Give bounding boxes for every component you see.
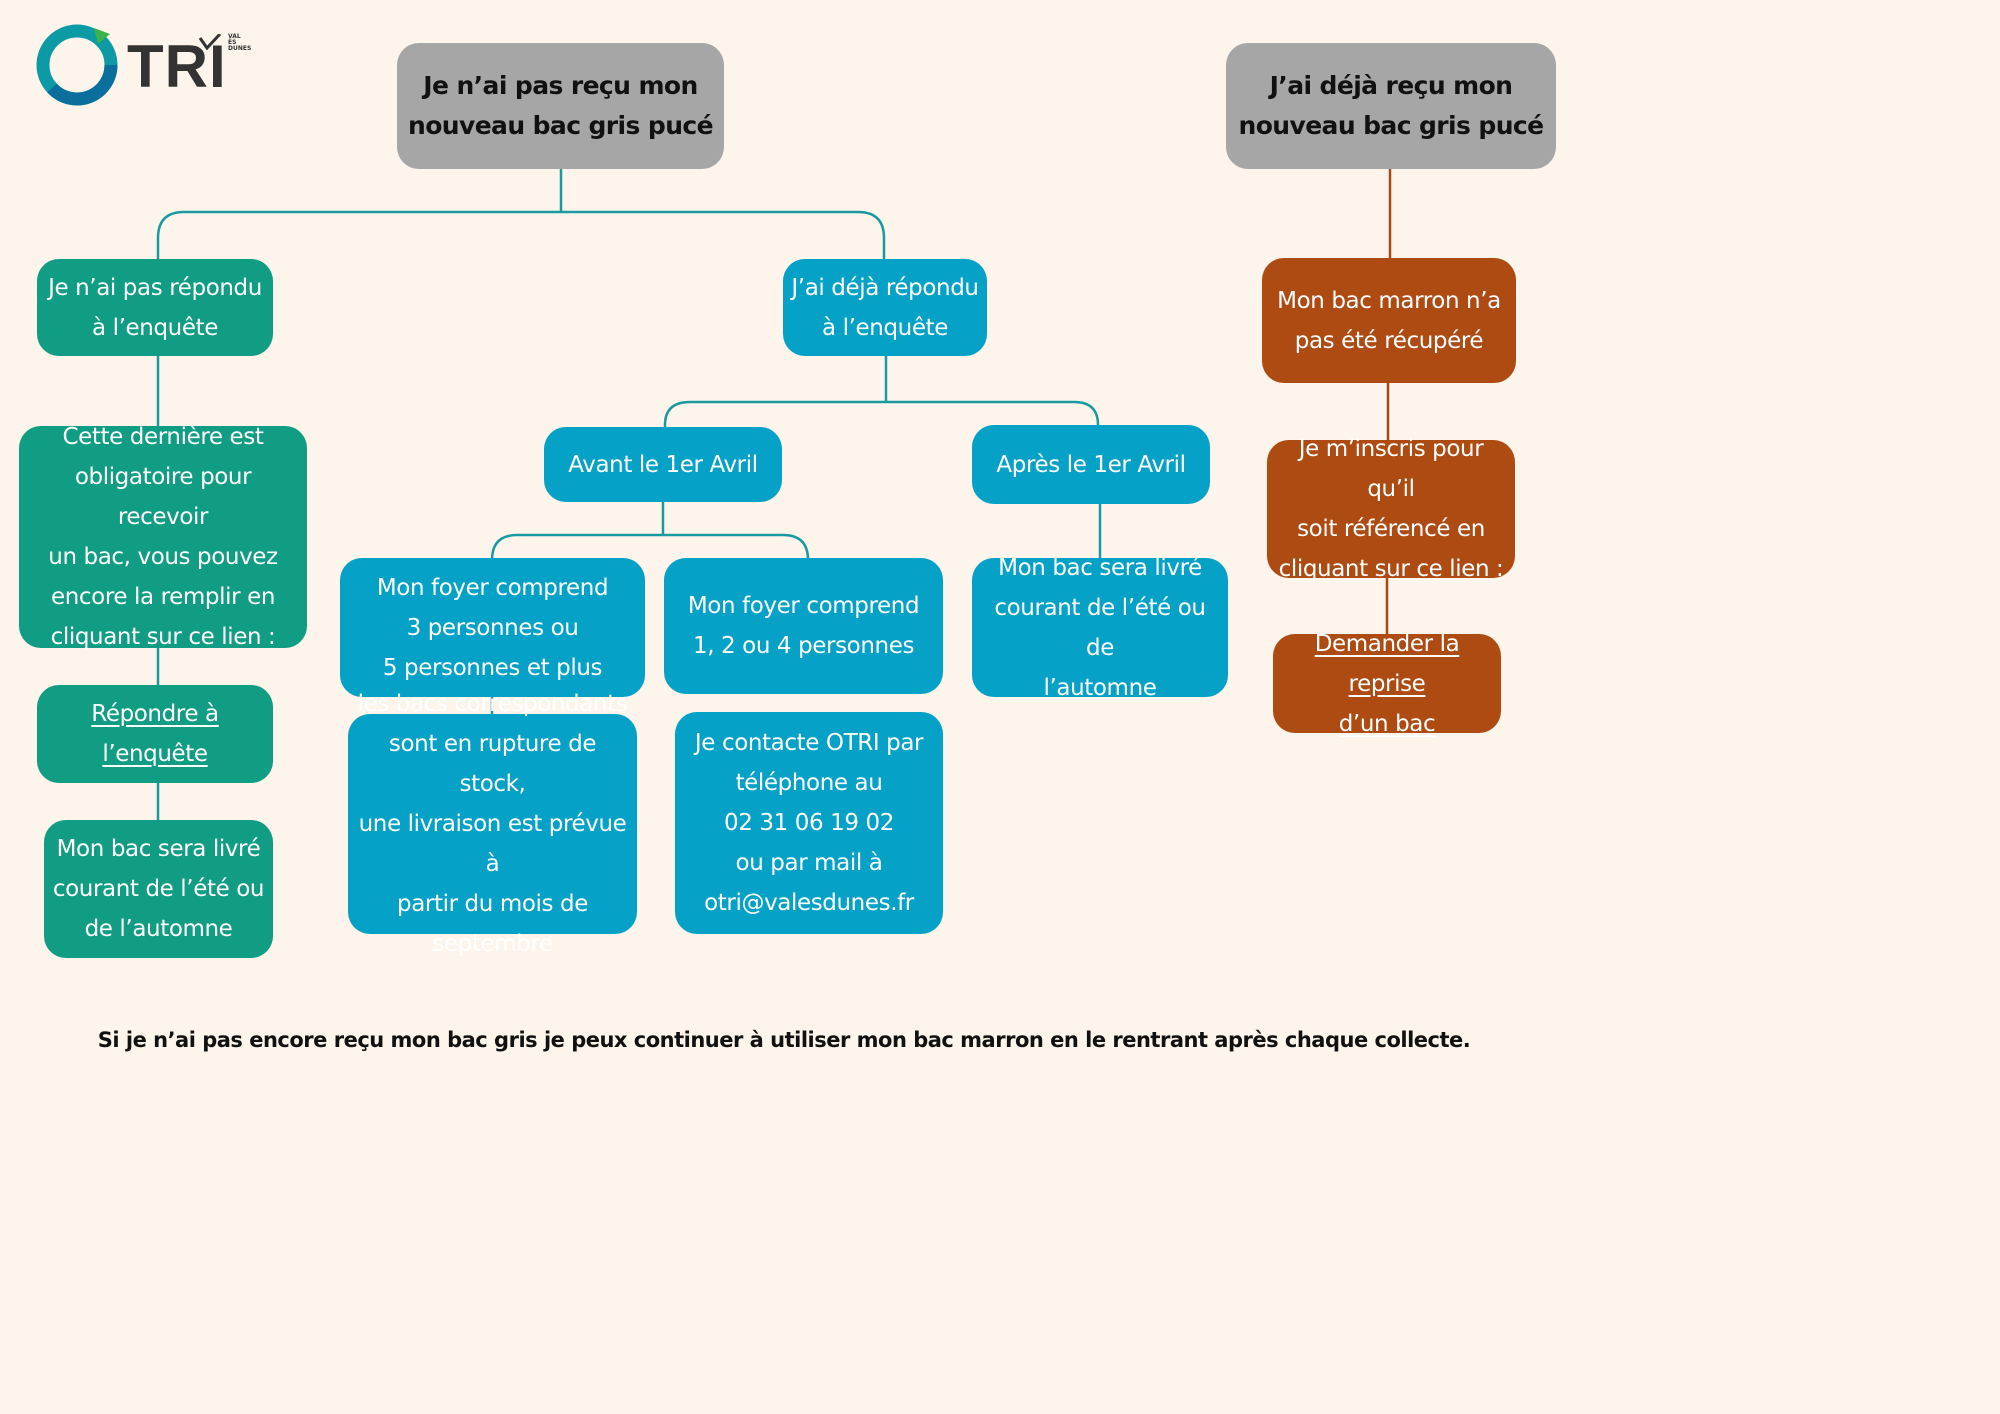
box-text-line: encore la remplir en: [50, 584, 276, 610]
box-already-answered: J’ai déjà répondu à l’enquête: [783, 259, 987, 356]
box-text-line: les bacs correspondants: [357, 691, 628, 717]
box-text-line: Mon foyer comprend: [687, 593, 920, 619]
box-text-line: ou par mail à: [735, 850, 883, 876]
box-text-line: pas été récupéré: [1294, 327, 1484, 354]
box-text-line: cliquant sur ce lien :: [50, 624, 276, 650]
link-text-line[interactable]: Demander la reprise: [1314, 630, 1460, 697]
answer-survey-link[interactable]: Répondre à l’enquête: [37, 685, 273, 783]
box-text-line: partir du mois de: [397, 891, 588, 917]
box-text-line: à l’enquête: [92, 314, 218, 341]
box-not-answered: Je n’ai pas répondu à l’enquête: [37, 259, 273, 356]
logo-subtext-line: VAL: [228, 33, 241, 40]
box-text-line: 1, 2 ou 4 personnes: [692, 633, 915, 659]
box-text-line: Je n’ai pas reçu mon: [423, 71, 698, 100]
box-text-line: une livraison est prévue à: [358, 811, 627, 877]
box-text-line: 5 personnes et plus: [382, 654, 603, 681]
phone-number[interactable]: 02 31 06 19 02: [724, 810, 894, 836]
box-text-line: un bac, vous pouvez: [48, 544, 278, 570]
box-register: Je m’inscris pour qu’il soit référencé e…: [1267, 436, 1515, 582]
box-text-line: courant de l’été ou: [52, 876, 265, 902]
box-text-line: soit référencé en: [1297, 516, 1485, 542]
otri-logo: TRI VAL ÈS DUNES: [32, 20, 262, 115]
box-delivered-after-april: Mon bac sera livré courant de l’été ou d…: [972, 555, 1228, 701]
box-before-april: Avant le 1er Avril: [544, 427, 782, 502]
box-text-line: J’ai déjà répondu: [791, 274, 979, 301]
box-text-line: Avant le 1er Avril: [568, 451, 758, 478]
box-delivered-summer-autumn: Mon bac sera livré courant de l’été ou d…: [44, 820, 273, 958]
box-household-1-2-4: Mon foyer comprend 1, 2 ou 4 personnes: [664, 558, 943, 694]
link-text-line[interactable]: d’un bac: [1338, 710, 1436, 737]
link-text-line[interactable]: Répondre à: [91, 701, 219, 727]
box-text-line: septembre: [432, 931, 553, 957]
header-already-received: J’ai déjà reçu mon nouveau bac gris pucé: [1226, 43, 1556, 169]
box-text-line: Mon foyer comprend: [376, 574, 609, 601]
box-text-line: Je contacte OTRI par: [694, 730, 924, 756]
box-text-line: Cette dernière est: [62, 424, 264, 450]
email-address[interactable]: otri@valesdunes.fr: [704, 890, 914, 916]
box-text-line: Mon bac sera livré: [56, 836, 261, 862]
box-text-line: nouveau bac gris pucé: [1238, 111, 1545, 140]
box-text-line: l’automne: [1043, 674, 1157, 701]
box-text-line: J’ai déjà reçu mon: [1269, 71, 1513, 100]
logo-subtext-line: DUNES: [228, 45, 252, 52]
box-text-line: sont en rupture de stock,: [388, 731, 597, 797]
box-text-line: 3 personnes ou: [406, 614, 579, 641]
box-text-line: Je m’inscris pour qu’il: [1298, 436, 1484, 502]
box-text-line: Mon bac marron n’a: [1277, 287, 1501, 314]
box-text-line: Après le 1er Avril: [996, 451, 1186, 478]
box-text-line: courant de l’été ou de: [994, 594, 1206, 661]
box-text-line: cliquant sur ce lien :: [1278, 556, 1504, 582]
logo-subtext: VAL ÈS DUNES: [228, 34, 251, 52]
request-bin-pickup-link[interactable]: Demander la reprise d’un bac: [1273, 631, 1501, 737]
box-after-april: Après le 1er Avril: [972, 425, 1210, 504]
box-text-line: Je n’ai pas répondu: [48, 274, 262, 301]
box-out-of-stock: les bacs correspondants sont en rupture …: [348, 691, 637, 957]
box-text-line: nouveau bac gris pucé: [408, 111, 714, 140]
box-brown-bin-not-collected: Mon bac marron n’a pas été récupéré: [1262, 258, 1516, 383]
box-text-line: à l’enquête: [822, 314, 948, 341]
box-text-line: de l’automne: [84, 916, 233, 942]
recycle-ring-icon: [36, 24, 118, 106]
footer-note: Si je n’ai pas encore reçu mon bac gris …: [97, 1028, 1471, 1052]
box-mandatory-survey: Cette dernière est obligatoire pour rece…: [19, 424, 307, 650]
logo-subtext-line: ÈS: [228, 39, 237, 46]
box-text-line: Mon bac sera livré: [998, 554, 1202, 581]
header-not-received: Je n’ai pas reçu mon nouveau bac gris pu…: [397, 43, 724, 169]
checkmark-icon: [198, 34, 222, 50]
box-contact-otri: Je contacte OTRI par téléphone au 02 31 …: [675, 712, 943, 934]
link-text-line[interactable]: l’enquête: [102, 741, 208, 767]
box-text-line: obligatoire pour recevoir: [74, 464, 252, 530]
connector-lines: [156, 168, 1392, 820]
box-household-3-5: Mon foyer comprend 3 personnes ou 5 pers…: [340, 558, 645, 697]
box-text-line: téléphone au: [735, 770, 883, 796]
